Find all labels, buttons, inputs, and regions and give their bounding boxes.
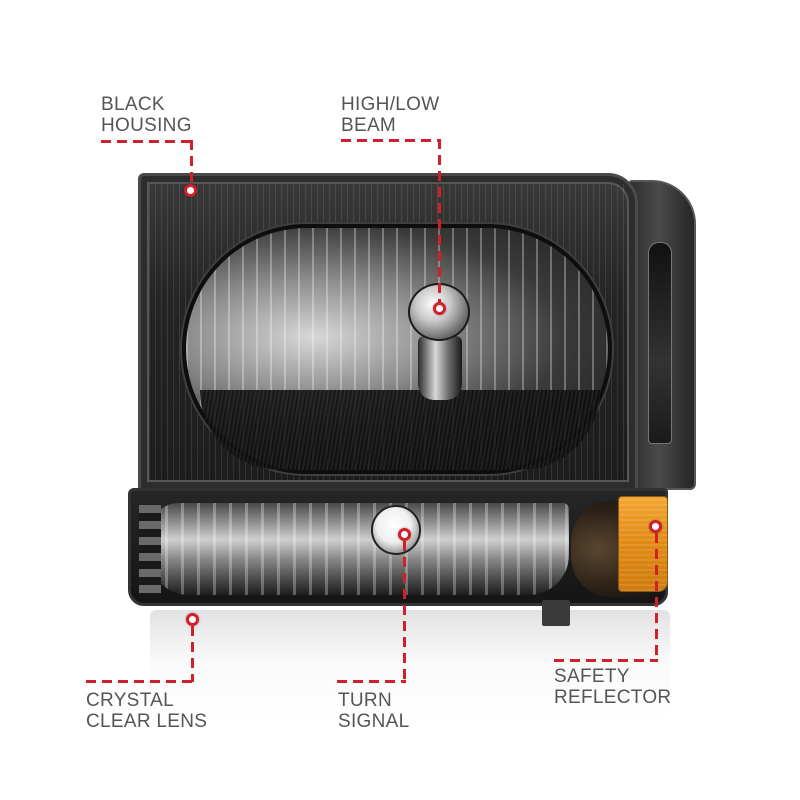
- callout-marker-high-low-beam: [433, 302, 446, 315]
- callout-leader-horizontal: [337, 680, 406, 683]
- callout-line: BLACK: [101, 94, 165, 115]
- callout-line: CRYSTAL: [86, 690, 174, 711]
- callout-leader-vertical: [655, 533, 658, 661]
- callout-line: BEAM: [341, 115, 397, 136]
- callout-marker-turn-signal: [398, 528, 411, 541]
- callout-marker-safety-reflector: [649, 520, 662, 533]
- callout-label-high-low-beam: HIGH/LOW BEAM: [341, 94, 439, 136]
- callout-label-crystal-clear-lens: CRYSTAL CLEAR LENS: [86, 690, 207, 732]
- callout-line: REFLECTOR: [554, 687, 672, 708]
- callout-line: HOUSING: [101, 115, 192, 136]
- callout-leader-vertical: [190, 140, 193, 184]
- bumper-lamp-housing: [128, 488, 668, 606]
- lens-lower-shade: [200, 390, 600, 470]
- turn-signal-lens: [149, 503, 569, 595]
- callout-leader-horizontal: [554, 659, 658, 662]
- callout-marker-crystal-clear-lens: [186, 613, 199, 626]
- callout-line: SAFETY: [554, 666, 630, 687]
- turn-signal-bulb-icon: [371, 505, 421, 555]
- callout-leader-horizontal: [341, 139, 441, 142]
- floor-reflection: [150, 610, 670, 720]
- callout-label-black-housing: BLACK HOUSING: [101, 94, 192, 136]
- callout-label-turn-signal: TURN SIGNAL: [338, 690, 410, 732]
- turn-signal-side-stripes: [139, 505, 161, 595]
- callout-label-safety-reflector: SAFETY REFLECTOR: [554, 666, 671, 708]
- callout-leader-horizontal: [101, 140, 193, 143]
- callout-line: HIGH/LOW: [341, 94, 440, 115]
- callout-marker-black-housing: [184, 184, 197, 197]
- mounting-tab: [542, 600, 570, 626]
- callout-leader-horizontal: [86, 680, 194, 683]
- callout-leader-vertical: [438, 139, 441, 303]
- callout-leader-vertical: [191, 626, 194, 682]
- callout-line: CLEAR LENS: [86, 711, 208, 732]
- headlight-bulb-base: [418, 336, 462, 400]
- headlight-side-marker-housing: [628, 180, 696, 490]
- callout-leader-vertical: [403, 541, 406, 682]
- callout-line: SIGNAL: [338, 711, 410, 732]
- amber-safety-reflector: [618, 496, 668, 592]
- callout-line: TURN: [338, 690, 392, 711]
